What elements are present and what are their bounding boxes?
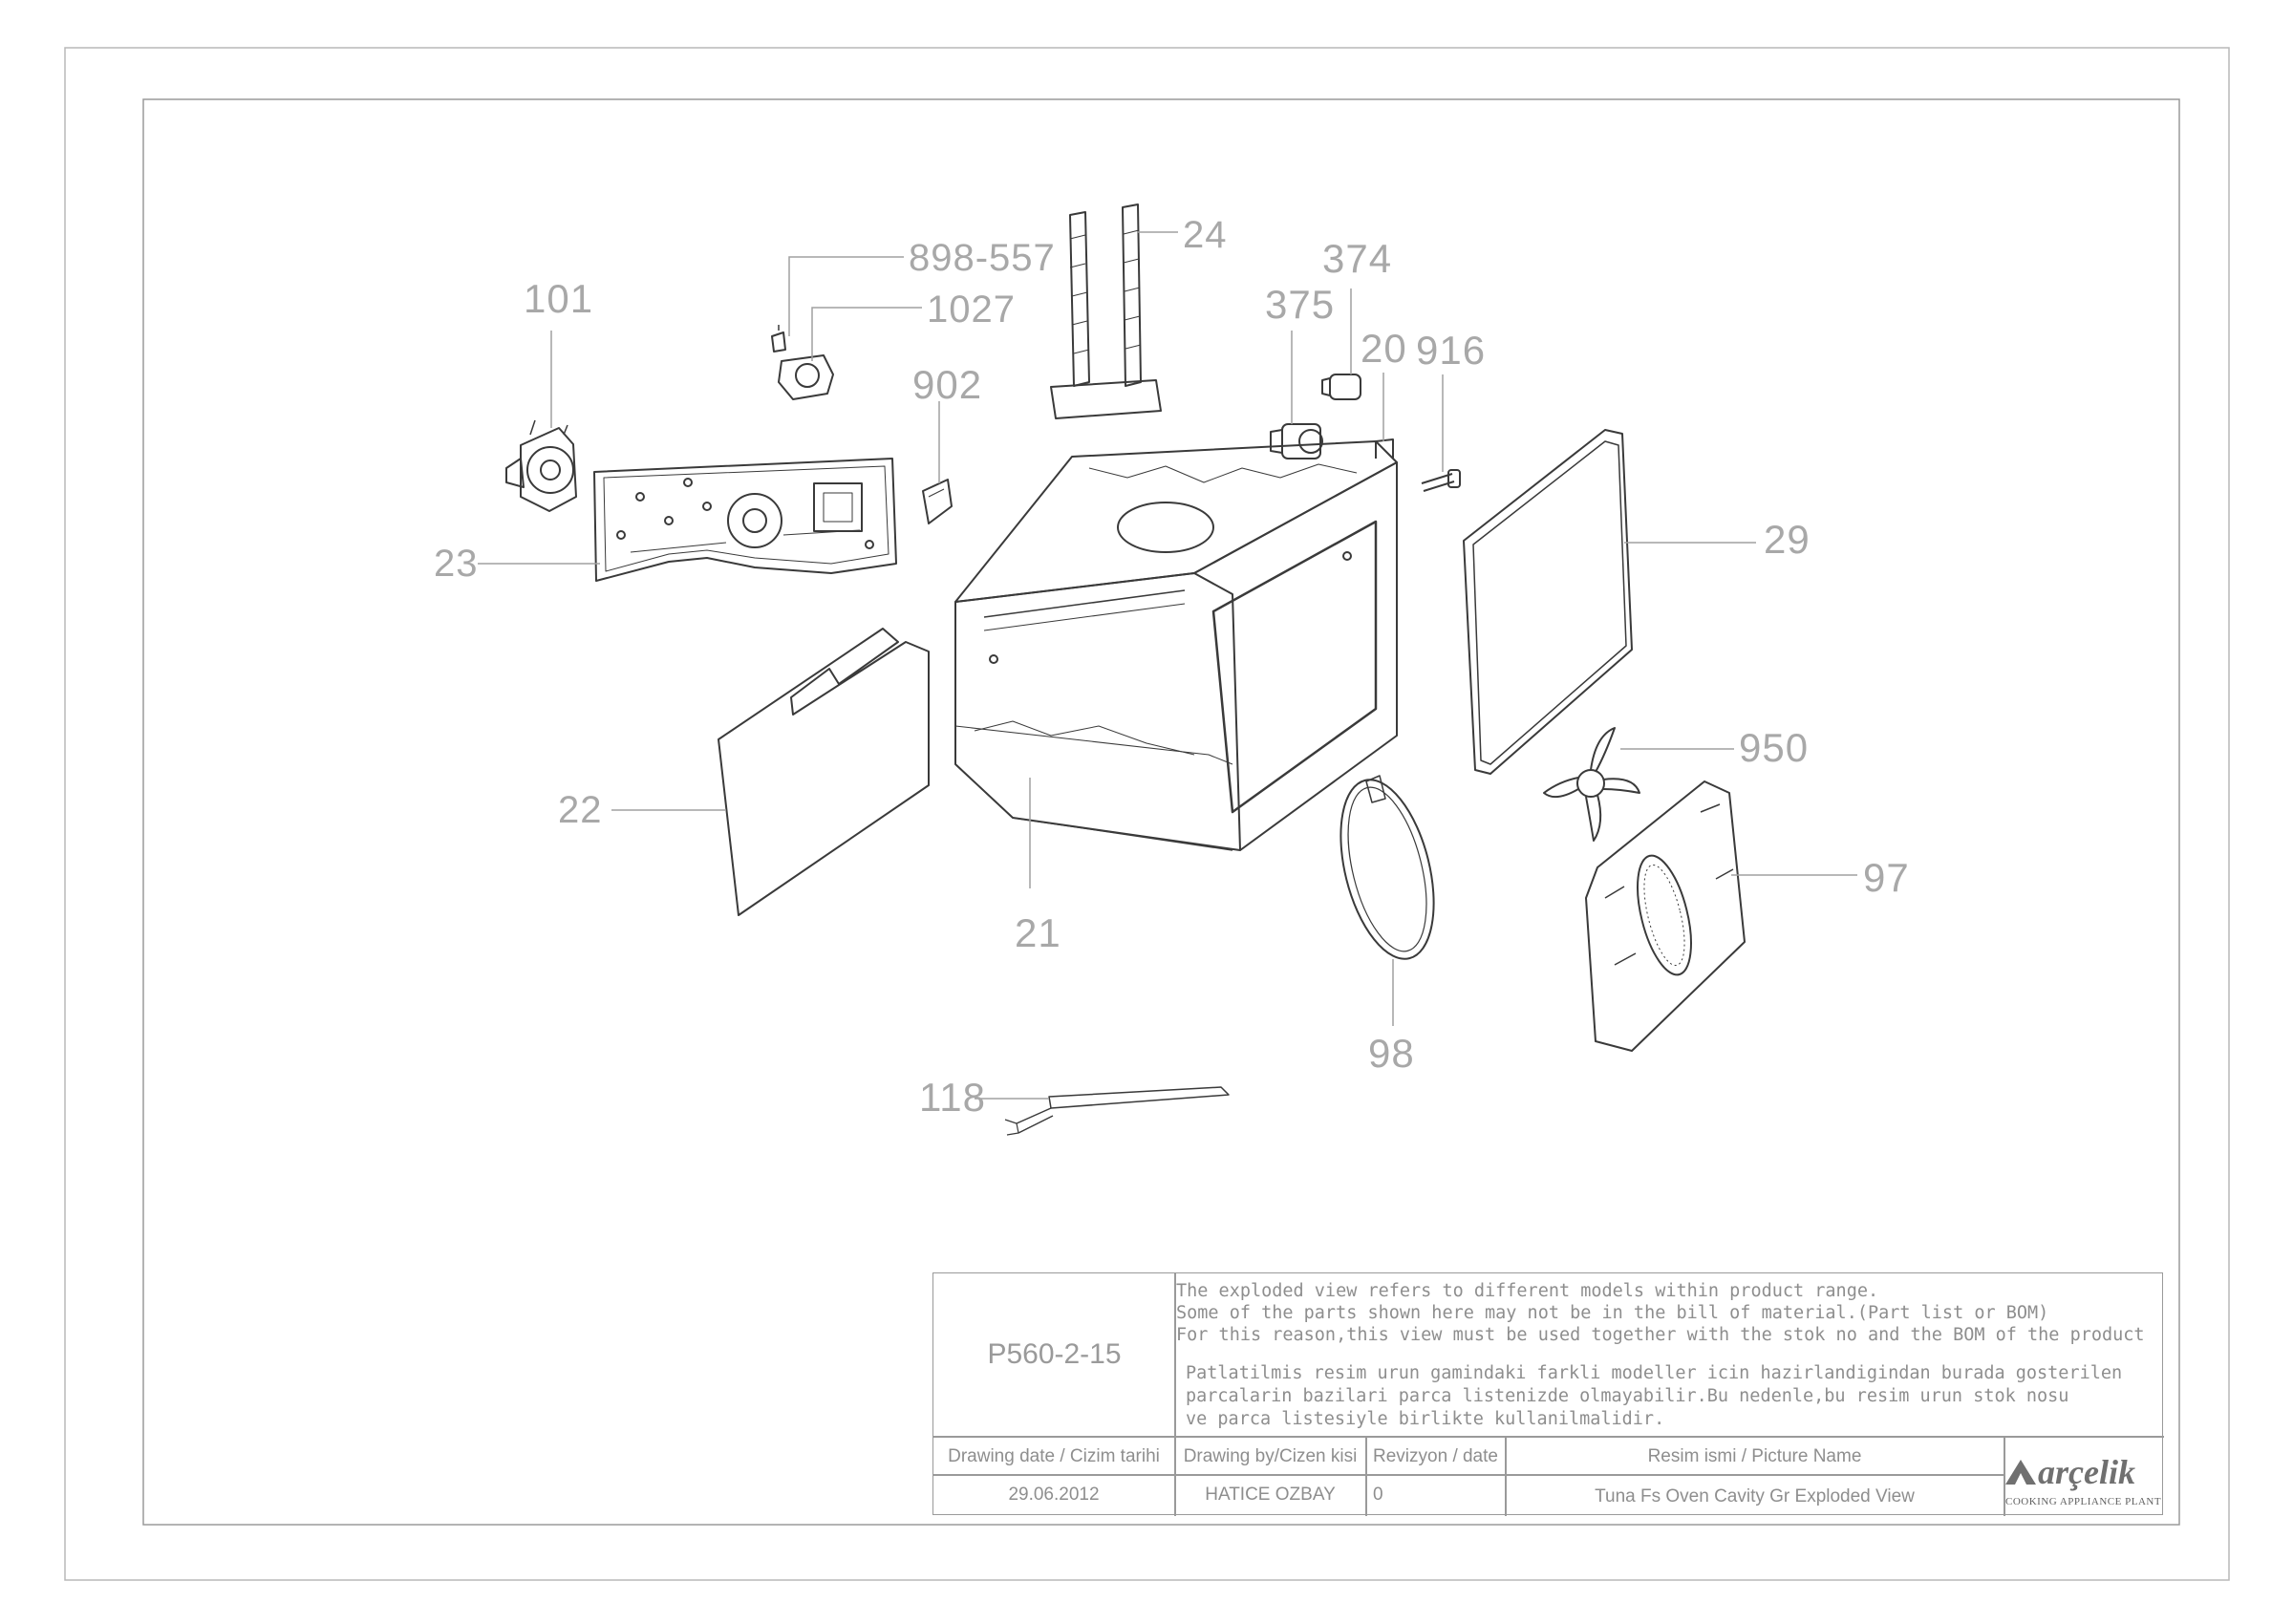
- value-drawing-by: HATICE OZBAY: [1205, 1485, 1336, 1505]
- tb-divider: [933, 1474, 2004, 1476]
- value-revision: 0: [1373, 1485, 1383, 1505]
- inner-frame: [142, 98, 2180, 1526]
- part-29-door-seal: [1463, 429, 1633, 775]
- logo-mark-icon: [2005, 1460, 2036, 1485]
- part-902-bracket: [922, 479, 953, 524]
- callout-1027: 1027: [927, 288, 1016, 331]
- callout-916: 916: [1416, 328, 1487, 373]
- tb-divider: [2004, 1436, 2005, 1516]
- part-22-insulation-panel: [718, 628, 930, 916]
- title-block: P560-2-15 The exploded view refers to di…: [932, 1272, 2164, 1516]
- note-en-line-3: For this reason,this view must be used t…: [1176, 1325, 2145, 1345]
- part-950-fan-blade: [1543, 727, 1640, 842]
- note-tr-line-1: Patlatilmis resim urun gamindaki farkli …: [1186, 1363, 2123, 1383]
- tb-divider: [1174, 1436, 1176, 1516]
- note-en-line-1: The exploded view refers to different mo…: [1176, 1281, 1879, 1301]
- callout-902: 902: [912, 362, 983, 407]
- callout-23: 23: [434, 543, 479, 585]
- callout-898-557: 898-557: [909, 237, 1056, 279]
- header-drawing-by: Drawing by/Cizen kisi: [1183, 1446, 1358, 1466]
- callout-950: 950: [1739, 725, 1810, 770]
- callout-24: 24: [1183, 214, 1228, 256]
- note-en-line-2: Some of the parts shown here may not be …: [1176, 1303, 2049, 1323]
- part-374-lamp-cover: [1321, 374, 1361, 400]
- callout-97: 97: [1863, 855, 1910, 900]
- leader-1027: [811, 307, 922, 361]
- arcelik-logo: arçelik COOKING APPLIANCE PLANT: [2000, 1441, 2164, 1516]
- callout-98: 98: [1368, 1031, 1415, 1076]
- tb-divider: [1174, 1273, 1176, 1436]
- callout-20: 20: [1361, 326, 1407, 371]
- part-1027-thermostat: [771, 325, 834, 400]
- note-tr-line-3: ve parca listesiyle birlikte kullanilmal…: [1186, 1409, 1665, 1429]
- callout-375: 375: [1265, 282, 1336, 327]
- tb-divider: [933, 1436, 2164, 1438]
- part-24-insulation: [1050, 203, 1162, 419]
- part-118-heating-element: [1004, 1086, 1230, 1136]
- logo-brand: arçelik: [2038, 1453, 2135, 1491]
- outer-frame: [64, 47, 2230, 1581]
- part-23-rear-panel: [593, 458, 897, 582]
- value-picture-name: Tuna Fs Oven Cavity Gr Exploded View: [1595, 1486, 1915, 1506]
- note-tr-line-2: parcalarin bazilari parca listenizde olm…: [1186, 1386, 2069, 1406]
- callout-118: 118: [919, 1075, 986, 1120]
- header-picture-name: Resim ismi / Picture Name: [1647, 1446, 1862, 1466]
- value-drawing-date: 29.06.2012: [1008, 1485, 1100, 1505]
- callout-22: 22: [558, 789, 603, 831]
- part-375-lamp-holder: [1270, 423, 1323, 459]
- callout-101: 101: [524, 276, 594, 321]
- leader-898-557: [788, 256, 904, 336]
- header-revision: Revizyon / date: [1373, 1446, 1498, 1466]
- part-98-gasket: [1339, 775, 1435, 960]
- callout-29: 29: [1764, 517, 1811, 562]
- part-20-cavity-frame: [954, 438, 1398, 851]
- header-drawing-date: Drawing date / Cizim tarihi: [948, 1446, 1160, 1466]
- logo-subtitle: COOKING APPLIANCE PLANT: [2005, 1496, 2162, 1507]
- callout-21: 21: [1015, 910, 1061, 955]
- tb-divider: [1365, 1436, 1367, 1516]
- tb-divider: [1505, 1436, 1507, 1516]
- part-916-screw: [1421, 469, 1461, 492]
- drawing-number: P560-2-15: [987, 1338, 1122, 1370]
- callout-374: 374: [1322, 236, 1393, 281]
- part-97-fan-cover: [1585, 780, 1746, 1052]
- part-101-fan-motor: [505, 419, 577, 512]
